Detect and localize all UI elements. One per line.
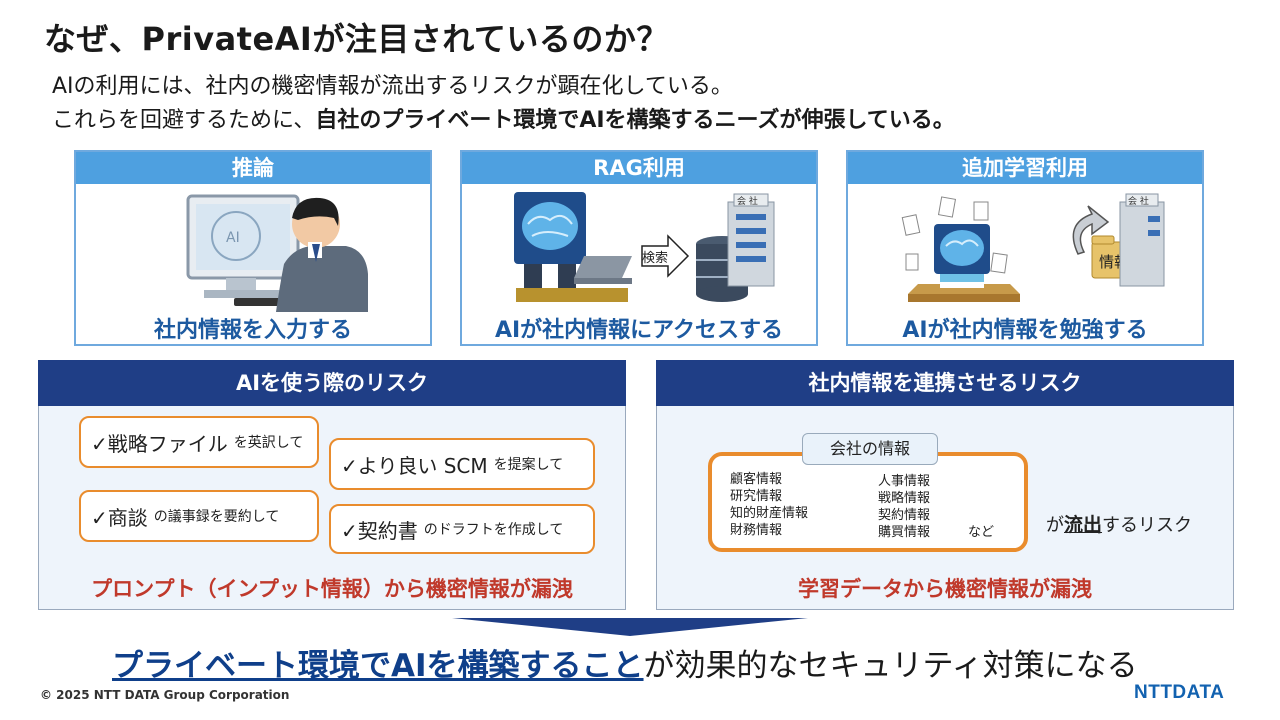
intro-line-2-bold: 自社のプライベート環境でAIを構築するニーズが伸張している。 bbox=[315, 108, 955, 133]
leak-pre: が bbox=[1046, 515, 1064, 536]
conclusion-rest: が効果的なセキュリティ対策になる bbox=[643, 648, 1138, 684]
panel-title: 社内情報を連携させるリスク bbox=[656, 360, 1234, 406]
info-item: 戦略情報 bbox=[878, 491, 931, 506]
card-caption: AIが社内情報にアクセスする bbox=[494, 318, 784, 343]
bubble-sub: を提案して bbox=[493, 457, 564, 473]
panel-footer: プロンプト（インプット情報）から機密情報が漏洩 bbox=[91, 577, 573, 601]
card-inference: 推論 AI 社内情報を入力する bbox=[74, 150, 432, 346]
info-item: 購買情報 bbox=[878, 525, 931, 540]
person-at-computer-illustration: AI bbox=[186, 194, 368, 312]
info-etc: など bbox=[968, 525, 995, 540]
ai-studying-illustration: 情報 会 社 bbox=[901, 193, 1165, 302]
intro-line-2-pre: これらを回避するために、 bbox=[52, 108, 316, 133]
bubble-main: ✓戦略ファイル bbox=[91, 431, 228, 456]
bubble-main: ✓契約書 bbox=[341, 518, 418, 543]
ntt-data-logo: NTTDATA bbox=[1134, 682, 1225, 703]
leak-risk-label: が流出するリスク bbox=[1046, 510, 1192, 537]
card-caption: 社内情報を入力する bbox=[153, 318, 352, 343]
info-item: 研究情報 bbox=[730, 489, 783, 504]
down-arrow-icon bbox=[452, 618, 808, 636]
info-item: 人事情報 bbox=[878, 474, 931, 489]
screen-ai-text: AI bbox=[226, 230, 240, 246]
company-info-box: 顧客情報 研究情報 知的財産情報 財務情報 人事情報 戦略情報 契約情報 購買情… bbox=[708, 452, 1028, 552]
conclusion-highlight: プライベート環境でAIを構築すること bbox=[112, 648, 644, 684]
bubble-sub: の議事録を要約して bbox=[153, 509, 280, 525]
prompt-bubble: ✓契約書のドラフトを作成して bbox=[329, 504, 595, 554]
page-title: なぜ、PrivateAIが注目されているのか？ bbox=[44, 20, 669, 58]
info-item: 財務情報 bbox=[730, 523, 783, 538]
intro-line-1: AIの利用には、社内の機密情報が流出するリスクが顕在化している。 bbox=[52, 74, 733, 99]
card-title: RAG利用 bbox=[462, 152, 816, 184]
search-label: 検索 bbox=[642, 251, 668, 266]
intro-line-2: これらを回避するために、自社のプライベート環境でAIを構築するニーズが伸張してい… bbox=[52, 102, 955, 134]
copyright: © 2025 NTT DATA Group Corporation bbox=[40, 688, 290, 702]
leak-emphasis: 流出 bbox=[1064, 514, 1103, 536]
conclusion: プライベート環境でAIを構築することが効果的なセキュリティ対策になる bbox=[112, 640, 1138, 685]
info-item: 知的財産情報 bbox=[730, 506, 809, 521]
ai-search-database-illustration: 検索 会 社 bbox=[514, 192, 775, 302]
panel-title: AIを使う際のリスク bbox=[38, 360, 626, 406]
panel-footer: 学習データから機密情報が漏洩 bbox=[798, 577, 1092, 601]
building-label: 会 社 bbox=[737, 195, 758, 207]
panel-ai-usage-risk: AIを使う際のリスク ✓戦略ファイルを英訳して ✓より良い SCM を提案して ✓… bbox=[38, 360, 626, 610]
bubble-main: ✓より良い SCM bbox=[341, 453, 488, 478]
leak-post: するリスク bbox=[1102, 515, 1193, 536]
card-caption: AIが社内情報を勉強する bbox=[902, 318, 1148, 343]
card-rag: RAG利用 検索 会 社 AIが社内情報にアクセスする bbox=[460, 150, 818, 346]
company-info-tag: 会社の情報 bbox=[802, 433, 938, 465]
bubble-main: ✓商談 bbox=[91, 505, 148, 530]
card-title: 推論 bbox=[76, 152, 430, 184]
prompt-bubble: ✓戦略ファイルを英訳して bbox=[79, 416, 319, 468]
card-fine-tuning: 追加学習利用 情報 会 社 AIが社内情報を勉強する bbox=[846, 150, 1204, 346]
prompt-bubble: ✓商談の議事録を要約して bbox=[79, 490, 319, 542]
info-item: 顧客情報 bbox=[730, 472, 783, 487]
prompt-bubble: ✓より良い SCM を提案して bbox=[329, 438, 595, 490]
card-title: 追加学習利用 bbox=[848, 152, 1202, 184]
info-item: 契約情報 bbox=[878, 508, 931, 523]
bubble-sub: を英訳して bbox=[233, 435, 304, 451]
building-label: 会 社 bbox=[1128, 195, 1149, 207]
bubble-sub: のドラフトを作成して bbox=[423, 522, 564, 538]
